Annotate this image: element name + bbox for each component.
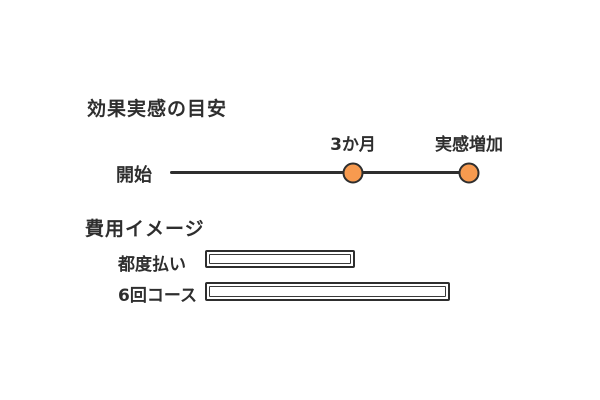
cost-section-title: 費用イメージ xyxy=(85,218,205,240)
cost-bar-label-6-course: 6回コース xyxy=(118,286,197,306)
milestone-label-3months: 3か月 xyxy=(330,135,376,155)
milestone-label-increase: 実感増加 xyxy=(435,135,503,155)
cost-bar-per-visit xyxy=(205,250,355,268)
milestone-dot-increase xyxy=(458,162,480,184)
effect-section-title: 効果実感の目安 xyxy=(87,98,228,120)
timeline-start-label: 開始 xyxy=(116,165,152,186)
cost-bar-inner-stroke xyxy=(209,286,446,297)
cost-bar-6-course xyxy=(205,282,450,301)
timeline-line xyxy=(170,171,470,174)
cost-bar-inner-stroke xyxy=(209,254,351,264)
cost-bar-label-per-visit: 都度払い xyxy=(118,255,186,275)
milestone-dot-3months xyxy=(342,162,364,184)
